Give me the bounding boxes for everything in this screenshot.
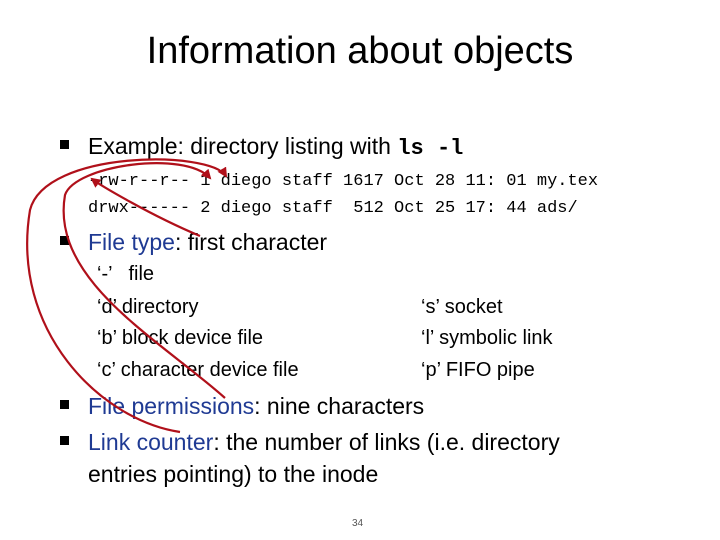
arrow-permissions: [62, 162, 226, 399]
bullet-permissions: File permissions: nine characters: [60, 390, 425, 422]
file-type-right-2: ‘l’ symbolic link: [421, 327, 553, 349]
bullet-file-type-label: File type: [88, 229, 175, 255]
bullet-file-type-text: : first character: [174, 229, 328, 255]
bullet-mark: [60, 140, 69, 149]
bullet-mark: [60, 436, 69, 445]
bullet-link-counter-label: Link counter: [88, 429, 214, 455]
file-type-left-1: ‘-’ file: [97, 263, 155, 285]
bullet-file-type: File type: first character: [60, 226, 328, 258]
slide-title: Information about objects: [146, 30, 574, 72]
file-type-left-2: ‘d’ directory: [97, 296, 199, 318]
bullet-example-code: ls -l: [397, 136, 464, 161]
file-type-right-3: ‘p’ FIFO pipe: [421, 359, 535, 381]
file-type-left-4: ‘c’ character device file: [97, 359, 299, 381]
bullet-link-counter-text: : the number of links (i.e. directory: [213, 429, 560, 455]
ls-listing-line-1: -rw-r--r-- 1 diego staff 1617 Oct 28 11:…: [88, 172, 599, 191]
ls-listing-line-2: drwx------ 2 diego staff 512 Oct 25 17: …: [88, 199, 578, 218]
bullet-permissions-text: : nine characters: [254, 393, 425, 419]
bullet-mark: [60, 236, 69, 245]
bullet-example: Example: directory listing with ls -l: [60, 130, 464, 165]
bullet-mark: [60, 400, 69, 409]
bullet-link-counter: Link counter: the number of links (i.e. …: [60, 426, 560, 458]
page-number: 34: [352, 518, 364, 529]
arrow-file-type: [90, 177, 201, 238]
file-type-right-1: ‘s’ socket: [421, 296, 503, 318]
arrow-link-counter: [26, 158, 228, 434]
bullet-link-counter-line-2: entries pointing) to the inode: [88, 461, 379, 487]
bullet-example-text: Example: directory listing with: [88, 133, 398, 159]
